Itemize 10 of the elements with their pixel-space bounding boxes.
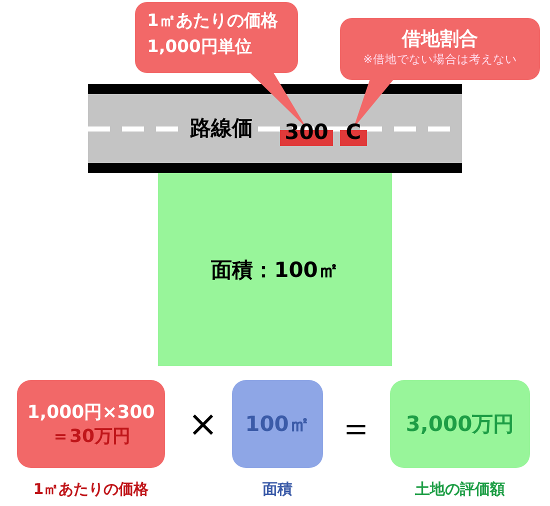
land-plot: 面積：100㎡ (158, 173, 392, 366)
price-box: 1,000円×300 ＝30万円 (17, 380, 165, 468)
area-box: 100㎡ (232, 380, 323, 468)
caption-label: 1㎡あたりの価格 (32, 480, 150, 499)
value-box: 3,000万円 (390, 380, 530, 468)
operator-sign: × (186, 404, 220, 445)
callout-pointer (249, 72, 306, 128)
caption-label: 面積 (262, 480, 294, 499)
operator-sign: ＝ (337, 407, 375, 451)
caption-label: 土地の評価額 (414, 480, 506, 499)
